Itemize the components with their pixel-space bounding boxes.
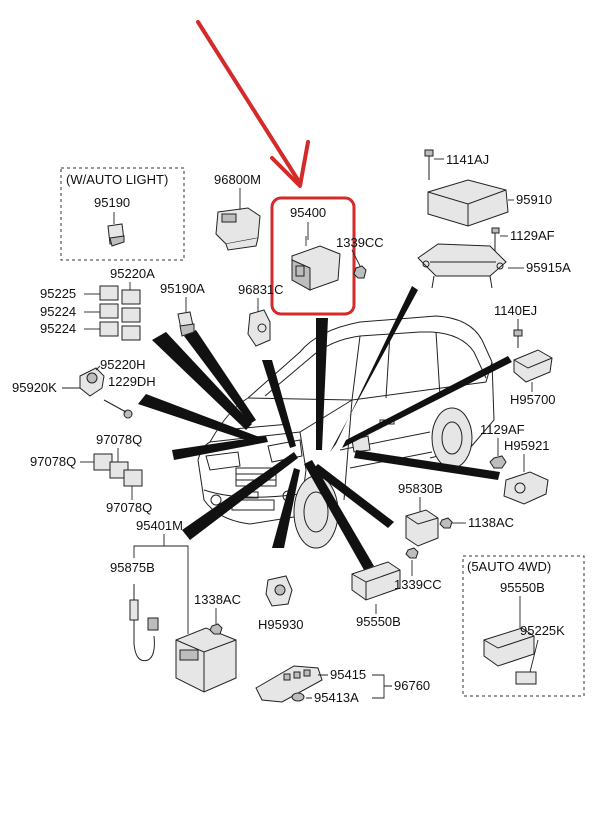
label-97078Q-c: 97078Q xyxy=(106,500,152,515)
part-95550B xyxy=(351,561,401,601)
label-95401M: 95401M xyxy=(136,518,183,533)
label-1129AF-right: 1129AF xyxy=(480,422,525,437)
auto-4wd-note: (5AUTO 4WD) xyxy=(467,559,551,574)
part-95190 xyxy=(107,223,125,247)
part-95400 xyxy=(291,236,341,291)
label-95190A: 95190A xyxy=(160,281,205,296)
label-97078Q-a: 97078Q xyxy=(96,432,142,447)
relay-cluster xyxy=(99,285,141,341)
label-95190: 95190 xyxy=(94,195,130,210)
part-95915A xyxy=(417,243,507,289)
part-96800M xyxy=(215,207,261,251)
label-1138AC: 1138AC xyxy=(468,515,514,530)
label-95915A: 95915A xyxy=(526,260,571,275)
label-H95921: H95921 xyxy=(504,438,550,453)
label-95920K: 95920K xyxy=(12,380,57,395)
part-1339CC-top xyxy=(353,265,367,279)
label-95220H: 95220H xyxy=(100,357,146,372)
part-95190A xyxy=(177,311,195,337)
part-1338AC xyxy=(209,623,223,635)
label-96831C: 96831C xyxy=(238,282,284,297)
part-1129AF-right xyxy=(489,455,507,469)
label-1339CC-bottom: 1339CC xyxy=(394,577,442,592)
part-1339CC-bottom xyxy=(405,547,419,559)
part-95413A xyxy=(291,692,305,702)
label-95550B-4wd: 95550B xyxy=(500,580,545,595)
label-95224-b: 95224 xyxy=(40,321,76,336)
part-H95921 xyxy=(503,471,549,505)
label-95400: 95400 xyxy=(290,205,326,220)
label-95220A: 95220A xyxy=(110,266,155,281)
part-1138AC xyxy=(439,517,453,529)
label-H95700: H95700 xyxy=(510,392,556,407)
label-1339CC-top: 1339CC xyxy=(336,235,384,250)
label-96760: 96760 xyxy=(394,678,430,693)
label-95910: 95910 xyxy=(516,192,552,207)
label-95225: 95225 xyxy=(40,286,76,301)
label-95830B: 95830B xyxy=(398,481,443,496)
auto-light-note: (W/AUTO LIGHT) xyxy=(66,172,168,187)
leader-wedges xyxy=(138,286,512,570)
label-1338AC: 1338AC xyxy=(194,592,241,607)
label-1140EJ: 1140EJ xyxy=(494,303,537,318)
auto-4wd-box xyxy=(462,555,585,697)
highlight-box xyxy=(270,196,356,316)
label-95224-a: 95224 xyxy=(40,304,76,319)
label-1129AF-top: 1129AF xyxy=(510,228,555,243)
part-95920K xyxy=(79,367,105,397)
part-95550B-4wd xyxy=(483,627,535,667)
part-key-fob xyxy=(255,665,323,703)
part-H95700 xyxy=(513,349,553,383)
part-H95930 xyxy=(265,575,293,607)
part-95875B xyxy=(129,584,159,662)
part-1229DH xyxy=(103,399,133,419)
label-1141AJ: 1141AJ xyxy=(446,152,489,167)
label-1229DH: 1229DH xyxy=(108,374,156,389)
auto-light-box xyxy=(60,167,185,261)
label-95550B: 95550B xyxy=(356,614,401,629)
part-95401M xyxy=(175,627,237,693)
label-95875B: 95875B xyxy=(110,560,155,575)
label-95225K: 95225K xyxy=(520,623,565,638)
label-H95930: H95930 xyxy=(258,617,304,632)
label-95415: 95415 xyxy=(330,667,366,682)
part-95225K xyxy=(515,671,537,685)
label-97078Q-b: 97078Q xyxy=(30,454,76,469)
vehicle-illustration xyxy=(197,315,495,549)
highlight-arrow xyxy=(196,20,310,188)
label-96800M: 96800M xyxy=(214,172,261,187)
label-95413A: 95413A xyxy=(314,690,359,705)
part-95910 xyxy=(427,179,509,227)
part-1140EJ xyxy=(513,329,523,348)
part-1141AJ xyxy=(424,149,434,180)
part-96831C xyxy=(247,309,271,347)
part-95830B xyxy=(405,509,439,547)
part-97078Q xyxy=(93,453,143,487)
